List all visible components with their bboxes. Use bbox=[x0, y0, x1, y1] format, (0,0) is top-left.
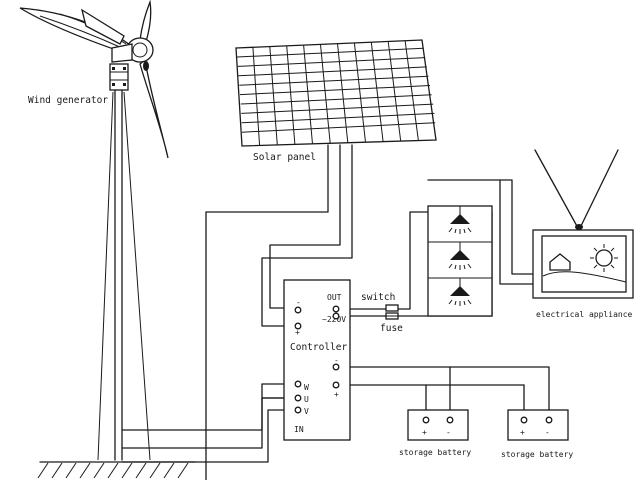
out-label: OUT bbox=[327, 293, 342, 302]
load-to-appliance bbox=[427, 179, 536, 275]
controller-box bbox=[283, 279, 351, 441]
fuse-label: fuse bbox=[380, 323, 403, 334]
out-terminal-2 bbox=[332, 312, 340, 320]
switch-fuse: switch fuse bbox=[361, 292, 403, 334]
wind-generator-label: Wind generator bbox=[28, 95, 108, 106]
wind-wire-w bbox=[121, 383, 297, 431]
lamp-icon bbox=[448, 206, 472, 234]
in-terminal-w bbox=[294, 380, 302, 388]
switch-symbol bbox=[385, 304, 399, 312]
solar-panel-frame bbox=[235, 39, 437, 147]
in-terminal-v bbox=[294, 406, 302, 414]
storage-battery-label: storage battery bbox=[501, 450, 573, 459]
lamp-loads bbox=[427, 205, 493, 317]
electrical-appliance: electrical appliance bbox=[532, 149, 634, 319]
wind-blade-lower bbox=[139, 58, 169, 159]
controller: Controller - + OUT ~220V - + W U V IN bbox=[283, 279, 351, 441]
in-terminal-u bbox=[294, 394, 302, 402]
battery-plus: + bbox=[422, 428, 427, 437]
lamp-icon bbox=[448, 278, 472, 306]
guy-wire-right bbox=[123, 91, 151, 461]
solar-wire-a bbox=[205, 144, 329, 480]
appliance-label: electrical appliance bbox=[536, 310, 633, 319]
solar-plus-sign: + bbox=[295, 328, 300, 337]
solar-wire-b bbox=[269, 144, 341, 309]
in-label: IN bbox=[294, 425, 304, 434]
battery-plus-sign: + bbox=[334, 390, 339, 399]
storage-battery-1: + - storage battery bbox=[399, 409, 471, 457]
solar-panel: Solar panel bbox=[235, 39, 437, 163]
wind-wire-v bbox=[121, 397, 297, 449]
phase-u-label: U bbox=[304, 395, 309, 404]
solar-panel-label: Solar panel bbox=[253, 152, 316, 163]
battery-box bbox=[507, 409, 569, 441]
tv-antenna-left bbox=[534, 149, 579, 229]
solar-wire-c bbox=[261, 144, 353, 327]
lamp-box bbox=[427, 205, 493, 317]
phase-v-label: V bbox=[304, 407, 309, 416]
battery-minus: - bbox=[545, 428, 550, 437]
ac-220v-label: ~220V bbox=[322, 315, 346, 324]
battery-bus-minus bbox=[335, 366, 550, 421]
solar-terminal-minus bbox=[294, 306, 302, 314]
battery-terminal-plus bbox=[332, 381, 340, 389]
wind-blade-top bbox=[139, 0, 152, 43]
battery-box bbox=[407, 409, 469, 441]
switch-label: switch bbox=[361, 292, 395, 303]
solar-minus-sign: - bbox=[296, 298, 301, 307]
storage-battery-label: storage battery bbox=[399, 448, 471, 457]
battery-minus-sign: - bbox=[334, 356, 339, 365]
guy-wire-left bbox=[97, 91, 114, 461]
out-terminal-1 bbox=[332, 305, 340, 313]
lamp-icon bbox=[448, 242, 472, 270]
solar-panel-grid bbox=[236, 40, 436, 146]
controller-label: Controller bbox=[290, 342, 347, 353]
wind-tail-fin bbox=[80, 8, 125, 45]
wind-generator: Wind generator bbox=[19, 0, 196, 479]
battery-terminal-minus bbox=[332, 363, 340, 371]
wind-wire-u bbox=[121, 409, 297, 463]
sun-icon bbox=[595, 249, 613, 267]
storage-battery-2: + - storage battery bbox=[501, 409, 573, 459]
phase-w-label: W bbox=[304, 383, 309, 392]
battery-minus: - bbox=[446, 428, 451, 437]
solar-terminal-plus bbox=[294, 322, 302, 330]
tv-antenna-right bbox=[579, 149, 619, 229]
battery-plus: + bbox=[520, 428, 525, 437]
house-icon bbox=[549, 253, 571, 271]
